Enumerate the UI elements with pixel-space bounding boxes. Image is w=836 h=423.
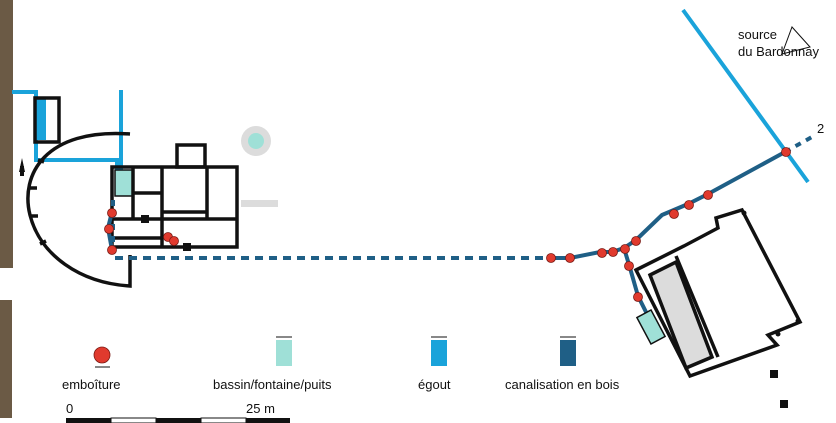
right-corner-dot-1 — [741, 210, 747, 216]
scale-segment-1 — [66, 418, 111, 423]
source-label-line1: source — [738, 27, 778, 42]
right-building — [633, 207, 803, 408]
main-block — [110, 165, 239, 249]
joint — [608, 247, 618, 257]
joint — [684, 200, 694, 210]
legend-label-sewer: égout — [418, 377, 451, 392]
joint — [104, 224, 114, 234]
joint — [633, 292, 643, 302]
legend-label-joint: emboîture — [62, 377, 121, 392]
right-inner-wall — [674, 255, 720, 358]
joint — [624, 261, 634, 271]
joint — [565, 253, 575, 263]
scale-end-label: 25 m — [246, 401, 275, 416]
grey-well-core — [248, 133, 264, 149]
photo-strip-bottom — [0, 300, 12, 418]
buttress-4 — [39, 239, 47, 246]
buttress-1 — [37, 158, 45, 164]
north-arrow-icon — [19, 158, 25, 176]
right-corner-dot-3 — [775, 331, 781, 337]
right-square-2 — [780, 400, 788, 408]
legend-joint-icon — [93, 346, 111, 364]
scale-bar — [66, 417, 290, 423]
joint — [107, 245, 117, 255]
pillar-1 — [141, 215, 149, 223]
annex-north — [175, 143, 207, 169]
legend-sewer-icon — [431, 340, 447, 366]
joint — [169, 236, 179, 246]
scale-start-label: 0 — [66, 401, 74, 416]
grey-bar — [241, 200, 278, 207]
joint — [781, 147, 791, 157]
source-label-line2: du Bardonnay — [738, 44, 819, 59]
legend-underlines — [95, 336, 576, 368]
joint — [597, 248, 607, 258]
joint — [669, 209, 679, 219]
legend-basin-icon — [276, 340, 292, 366]
source-triangle-icon — [781, 26, 811, 55]
joint — [546, 253, 556, 263]
small-tower — [33, 96, 61, 144]
marker-number: 2 — [817, 121, 825, 136]
wood-pipe-south — [622, 247, 652, 321]
legend-label-basin: bassin/fontaine/puits — [213, 377, 332, 392]
right-grey-nave — [647, 259, 715, 371]
wood-pipe-main-east — [550, 150, 786, 260]
joints — [104, 147, 791, 302]
right-outer-wall — [633, 207, 803, 379]
right-basin — [635, 308, 667, 346]
right-corner-dot-2 — [795, 318, 801, 324]
sewer-lines — [12, 8, 810, 192]
joint — [620, 244, 630, 254]
pillar-2 — [183, 243, 191, 251]
legend-wood-icon — [560, 340, 576, 366]
scale-segment-5 — [246, 418, 290, 423]
left-basin — [114, 169, 133, 197]
apse-curve — [26, 131, 132, 288]
north-arrow-body — [20, 166, 24, 176]
joint — [631, 236, 641, 246]
sewer-small-rect — [36, 98, 46, 140]
scale-segment-4 — [200, 417, 247, 423]
left-building — [26, 96, 239, 288]
scale-segment-2 — [110, 417, 157, 423]
scale-segment-3 — [156, 418, 201, 423]
photo-strip-top — [0, 0, 13, 268]
joint — [703, 190, 713, 200]
legend-label-wood: canalisation en bois — [505, 377, 620, 392]
joint — [107, 208, 117, 218]
right-square-1 — [770, 370, 778, 378]
